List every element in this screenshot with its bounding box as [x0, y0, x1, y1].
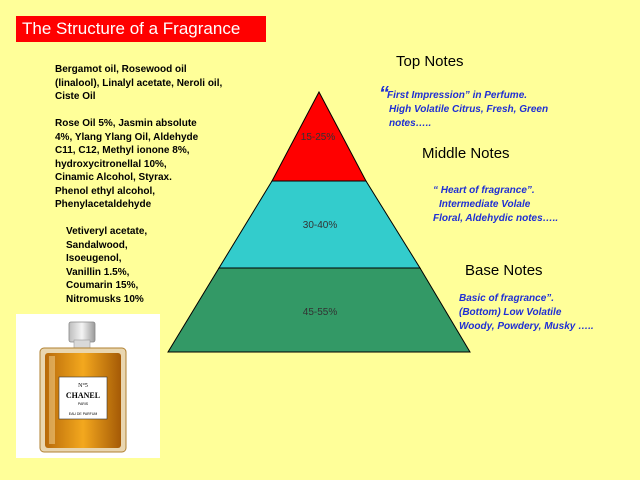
description-line: “ Heart of fragrance”. [433, 185, 535, 196]
ingredient-line: Vetiveryl acetate, [66, 226, 148, 237]
top-ingredients: Bergamot oil, Rosewood oil (linalool), L… [55, 63, 222, 104]
bottle-brand: CHANEL [66, 391, 100, 400]
description-line: Intermediate Volale [439, 199, 531, 210]
description-line: Floral, Aldehydic notes….. [433, 213, 559, 224]
ingredient-line: Isoeugenol, [66, 253, 122, 264]
top-notes-description: First Impression” in Perfume. High Volat… [387, 89, 548, 131]
bottle-label [58, 376, 108, 420]
base-ingredients: Vetiveryl acetate, Sandalwood, Isoeugeno… [66, 225, 147, 306]
ingredient-line: Nitromusks 10% [66, 293, 144, 305]
description-line: Basic of fragrance”. [459, 293, 555, 304]
bottle-type: EAU DE PARFUM [69, 412, 98, 416]
ingredient-line: Phenol ethyl alcohol, [55, 185, 156, 197]
ingredient-line: Bergamot oil, Rosewood oil [55, 64, 187, 75]
pyramid-base-tier [167, 267, 471, 353]
ingredient-line: C11, C12, Methyl ionone 8%, [55, 145, 190, 156]
middle-notes-description: “ Heart of fragrance”. Intermediate Vola… [433, 184, 558, 226]
bottle-illustration: N°5 CHANEL PARIS EAU DE PARFUM [39, 321, 127, 453]
base-notes-description: Basic of fragrance”. (Bottom) Low Volati… [459, 292, 594, 334]
bottle-neck [73, 339, 91, 349]
middle-notes-title: Middle Notes [422, 145, 510, 162]
ingredient-line: Ciste Oil [55, 91, 96, 102]
description-line: (Bottom) Low Volatile [459, 307, 562, 318]
description-line: High Volatile Citrus, Fresh, Green [389, 104, 549, 115]
bottle-city: PARIS [78, 402, 89, 406]
ingredient-line: Rose Oil 5%, Jasmin absolute [55, 118, 197, 129]
middle-percentage: 30-40% [303, 220, 338, 231]
ingredient-line: Phenylacetaldehyde [55, 199, 152, 210]
perfume-bottle-image: N°5 CHANEL PARIS EAU DE PARFUM [16, 314, 160, 458]
slide-title: The Structure of a Fragrance [16, 16, 266, 42]
middle-ingredients: Rose Oil 5%, Jasmin absolute 4%, Ylang Y… [55, 117, 198, 212]
base-percentage: 45-55% [303, 307, 338, 318]
description-line: notes….. [389, 118, 432, 129]
description-line: Woody, Powdery, Musky ….. [459, 321, 594, 332]
ingredient-line: 4%, Ylang Ylang Oil, Aldehyde [55, 131, 199, 143]
bottle-highlight [49, 356, 55, 444]
bottle-number: N°5 [78, 382, 88, 389]
ingredient-line: (linalool), Linalyl acetate, Neroli oil, [55, 77, 223, 89]
open-quote: “ [379, 83, 389, 105]
description-line: First Impression” in Perfume. [387, 90, 528, 101]
ingredient-line: Sandalwood, [66, 239, 128, 251]
bottle-cap [68, 321, 96, 343]
ingredient-line: hydroxycitronellal 10%, [55, 158, 167, 170]
base-notes-title: Base Notes [465, 262, 543, 279]
ingredient-line: Vanillin 1.5%, [66, 266, 130, 278]
ingredient-line: Coumarin 15%, [66, 280, 139, 291]
top-notes-title: Top Notes [396, 53, 464, 70]
top-percentage: 15-25% [301, 132, 336, 143]
ingredient-line: Cinamic Alcohol, Styrax. [55, 172, 172, 183]
